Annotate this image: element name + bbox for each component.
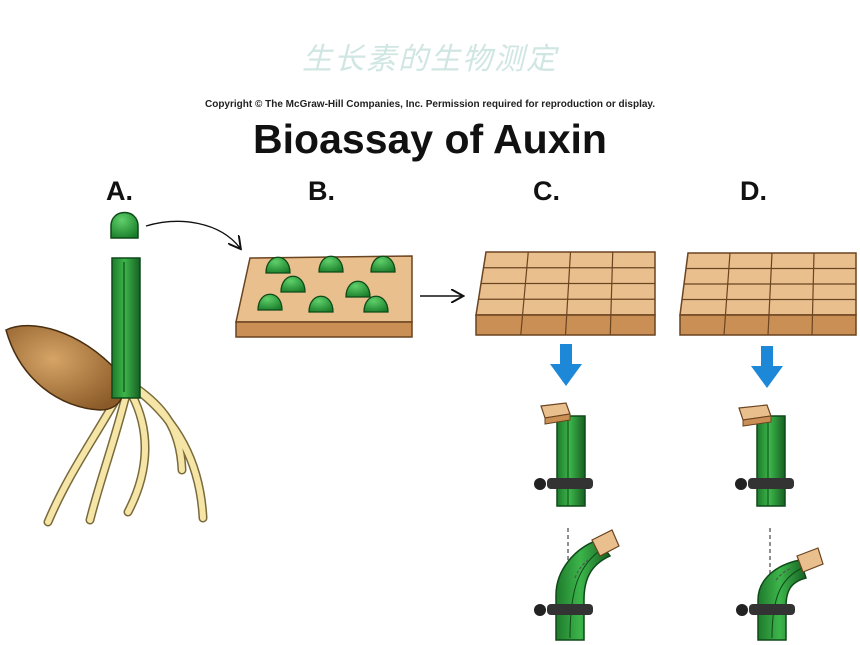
agar-cut-line	[520, 251, 529, 336]
transfer-arrow-ab	[145, 220, 240, 248]
coleoptile-tips-on-agar	[257, 255, 396, 313]
panel-c-bent-stem	[534, 528, 620, 641]
panel-d-stem-with-block	[735, 404, 794, 507]
agar-cut-line	[609, 251, 614, 336]
panel-label-d: D.	[740, 176, 767, 206]
panel-d-bent-stem	[736, 528, 824, 641]
agar-cut-line	[723, 252, 731, 336]
panel-label-b: B.	[308, 176, 335, 206]
seed	[5, 324, 125, 411]
panel-label-c: C.	[533, 176, 560, 206]
panel-d-agar-blocks	[679, 252, 857, 336]
agar-cut-line	[767, 252, 773, 336]
panel-c-stem-with-block	[534, 402, 593, 507]
agar-cut-line	[564, 251, 572, 336]
coleoptile-stem	[111, 257, 141, 399]
panel-b-agar-with-tips	[235, 255, 462, 338]
panel-a-seedling	[5, 211, 240, 527]
blue-arrow-c	[550, 344, 582, 386]
slide-title: 生长素的生物测定	[302, 42, 558, 77]
agar-cut-line	[811, 252, 815, 336]
copyright-notice: Copyright © The McGraw-Hill Companies, I…	[204, 99, 656, 110]
blue-arrow-d	[751, 346, 783, 388]
figure-title: Bioassay of Auxin	[253, 116, 607, 162]
coleoptile-tip	[110, 211, 139, 239]
panel-label-a: A.	[106, 176, 133, 206]
panel-c-agar-blocks	[475, 251, 656, 336]
